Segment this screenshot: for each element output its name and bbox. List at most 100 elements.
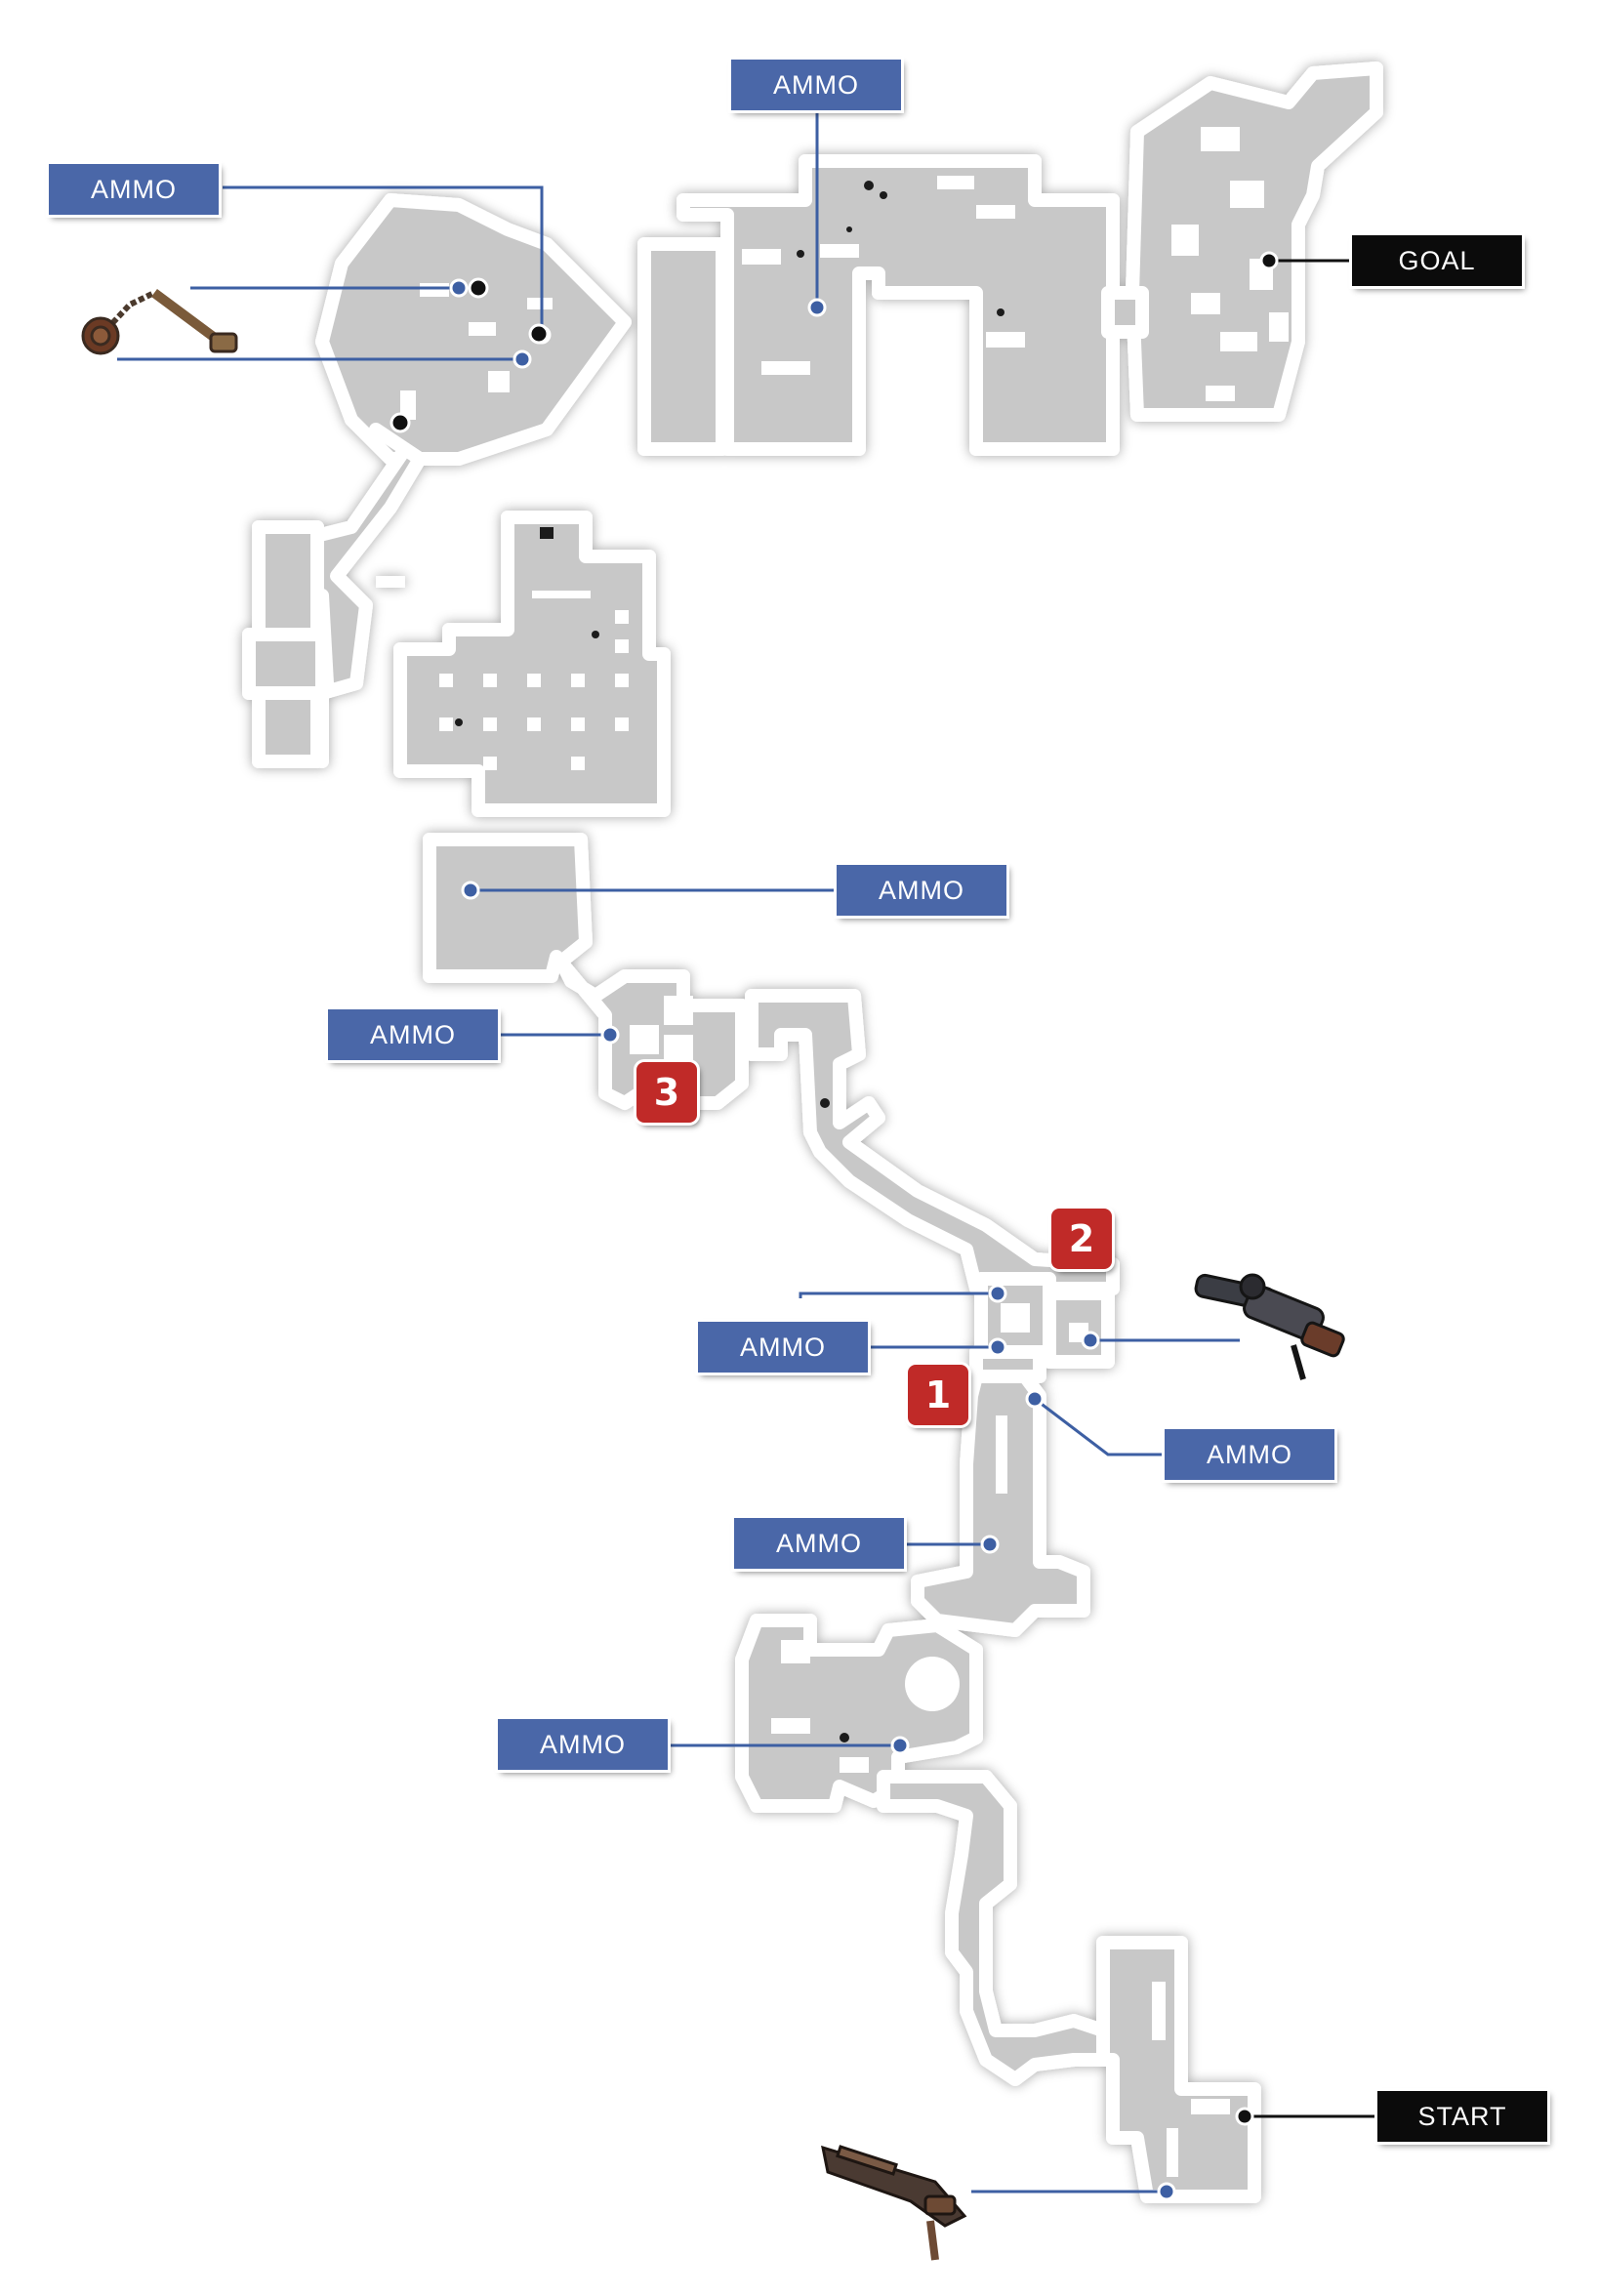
debris <box>846 226 852 232</box>
pillar <box>615 639 629 653</box>
pillar <box>527 718 541 731</box>
ammo-point <box>600 1025 620 1045</box>
crate <box>1201 127 1240 151</box>
debris <box>540 527 554 539</box>
ammo-point <box>461 881 480 900</box>
room-north-hall <box>676 154 1120 456</box>
block <box>1167 2128 1178 2177</box>
pillar <box>483 674 497 687</box>
block <box>630 1025 659 1054</box>
debris <box>592 631 599 638</box>
ammo-label-southwest: AMMO <box>498 1719 668 1770</box>
block <box>840 1757 869 1773</box>
weapon-point <box>512 349 532 369</box>
crate <box>420 283 449 297</box>
spawn-hole <box>468 277 489 299</box>
corridor-south-spine <box>911 1370 1090 1637</box>
ammo-point <box>988 1337 1007 1357</box>
block <box>1191 2099 1230 2114</box>
block <box>664 1035 693 1064</box>
pillar <box>532 591 591 598</box>
pillar <box>615 718 629 731</box>
ammo-label-west-junction: AMMO <box>837 865 1006 916</box>
checkpoint-marker-2: 2 <box>1051 1209 1112 1269</box>
crate <box>986 332 1025 348</box>
pillar <box>571 674 585 687</box>
debris <box>820 1098 830 1108</box>
corridor-south-winding <box>877 1770 1120 2086</box>
debris <box>455 718 463 726</box>
crate <box>469 322 496 336</box>
room-start-hall <box>1096 1936 1261 2203</box>
crate <box>376 576 405 588</box>
checkpoint-marker-3: 3 <box>636 1062 697 1123</box>
weapon-point <box>1081 1331 1100 1350</box>
ammo-label-marker-three: AMMO <box>328 1009 498 1060</box>
crate <box>1269 312 1289 342</box>
weapon-point <box>1157 2182 1176 2201</box>
pillar <box>615 674 629 687</box>
leader-ammo-east-upper <box>799 1292 998 1298</box>
pillar <box>571 718 585 731</box>
debris <box>840 1733 849 1742</box>
spawn-hole <box>390 412 411 433</box>
crate <box>400 390 416 420</box>
weapon-point <box>449 278 469 298</box>
debris <box>864 181 874 190</box>
round-plinth <box>905 1657 960 1711</box>
crate <box>1206 386 1235 401</box>
crate <box>937 176 974 189</box>
callout-leaders <box>117 109 1378 2194</box>
block <box>1001 1303 1030 1332</box>
callout-dots <box>390 251 1279 2201</box>
room-turret-annex <box>1043 1287 1115 1369</box>
crate <box>1191 293 1220 314</box>
ammo-point <box>988 1284 1007 1303</box>
room-goal-hall <box>1126 62 1383 422</box>
goal-point <box>1259 251 1279 270</box>
crate <box>527 298 553 309</box>
ammo-point <box>890 1736 910 1755</box>
goal-label: GOAL <box>1352 235 1522 286</box>
start-point <box>1235 2107 1254 2126</box>
start-label: START <box>1377 2091 1547 2142</box>
room-junction-west <box>423 833 749 1110</box>
block <box>781 1640 810 1663</box>
pillar <box>439 718 453 731</box>
crate <box>820 244 859 258</box>
crate <box>1171 225 1199 256</box>
debris <box>797 250 804 258</box>
flail-weapon-icon <box>81 288 238 355</box>
block <box>996 1415 1007 1494</box>
ammo-point <box>807 298 827 317</box>
crate <box>742 249 781 265</box>
corridor-goal-bridge <box>1101 286 1149 339</box>
room-north-tower <box>637 237 729 456</box>
room-central-grid <box>393 511 671 817</box>
pillar <box>483 757 497 770</box>
pillar <box>615 610 629 624</box>
ammo-label-north: AMMO <box>731 60 901 110</box>
turret-weapon-icon <box>1194 1273 1345 1380</box>
crate <box>761 361 810 375</box>
leader-ammo-south-spine <box>1034 1397 1167 1456</box>
block <box>1152 1982 1166 2040</box>
crate <box>976 205 1015 219</box>
pillar <box>571 757 585 770</box>
crate <box>488 371 510 392</box>
ammo-label-northwest: AMMO <box>49 164 219 215</box>
ammo-label-east: AMMO <box>698 1322 868 1373</box>
crate <box>1230 181 1264 208</box>
ammo-label-spine-lower: AMMO <box>734 1518 904 1569</box>
pillar <box>439 674 453 687</box>
ammo-point <box>980 1535 1000 1554</box>
leader-ammo-northwest <box>223 185 544 335</box>
debris <box>997 308 1004 316</box>
pillar <box>527 674 541 687</box>
crate <box>1220 332 1257 351</box>
block <box>664 996 693 1025</box>
debris-marks <box>455 181 1004 1742</box>
floor-obstacles <box>376 127 1289 2177</box>
floor-plan <box>242 62 1383 2203</box>
